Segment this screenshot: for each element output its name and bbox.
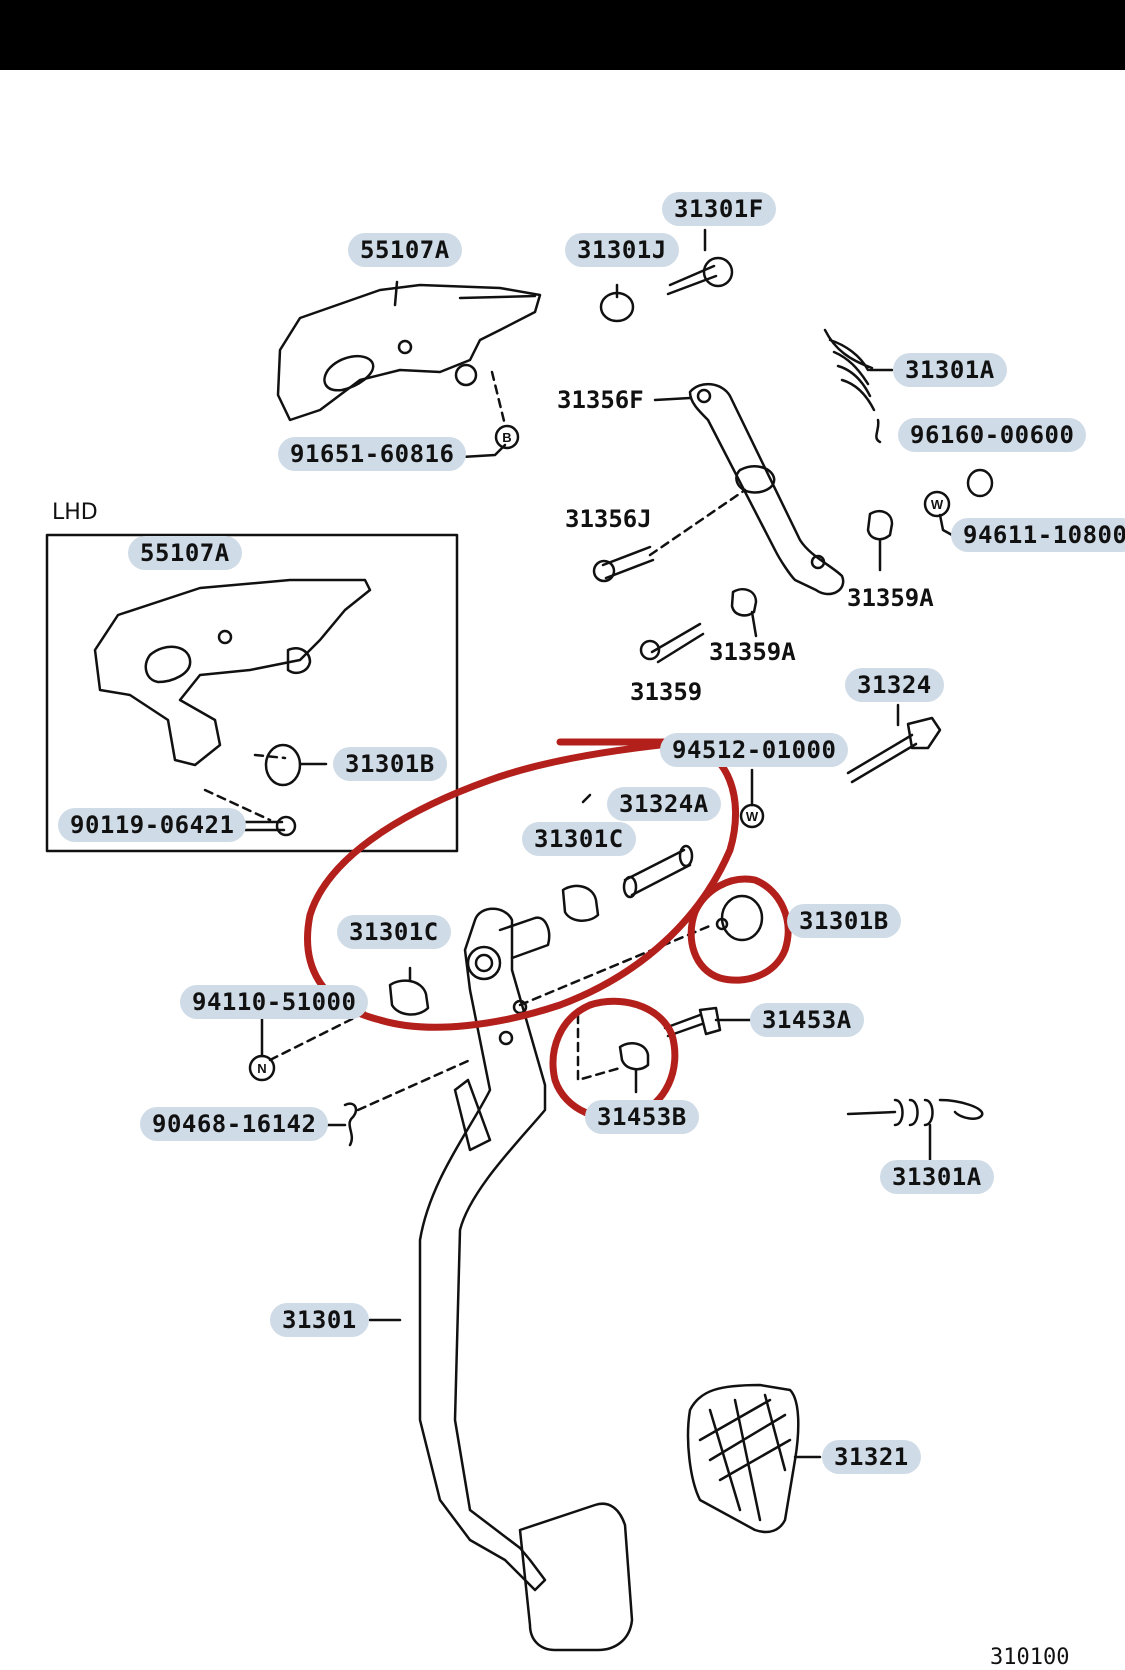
pedal-bracket-55107a xyxy=(276,283,542,422)
label-55107a-top: 55107A xyxy=(348,233,462,267)
lhd-bracket xyxy=(93,578,372,767)
bracket-slot xyxy=(323,354,375,392)
lever-31356f xyxy=(688,383,845,596)
label-31321: 31321 xyxy=(822,1440,921,1474)
diagram-code: 310100 xyxy=(990,1645,1070,1670)
annotation-circle-main xyxy=(304,738,740,1031)
bracket-hole xyxy=(397,339,413,355)
label-31301: 31301 xyxy=(270,1303,369,1337)
label-94512-01000: 94512-01000 xyxy=(660,733,849,767)
pedal-pad xyxy=(518,1502,634,1652)
label-31359a-mid: 31359A xyxy=(709,638,796,666)
label-94611-10800: 94611-10800 xyxy=(951,518,1125,552)
clip-90468 xyxy=(343,1102,358,1147)
label-94110-51000: 94110-51000 xyxy=(180,985,369,1019)
pedal-boss xyxy=(466,945,502,981)
label-31453b: 31453B xyxy=(585,1100,699,1134)
label-96160-00600: 96160-00600 xyxy=(898,418,1087,452)
label-lhd-55107a: 55107A xyxy=(128,536,242,570)
label-lhd-31301b: 31301B xyxy=(333,747,447,781)
lhd-inset-frame xyxy=(45,533,459,853)
pin-31359 xyxy=(650,622,705,664)
label-91651-60816: 91651-60816 xyxy=(278,437,467,471)
bushing-31359a-right xyxy=(866,510,894,541)
bracket-boss xyxy=(454,363,478,387)
bushing-31453b xyxy=(618,1042,650,1071)
label-31301c-lower: 31301C xyxy=(337,915,451,949)
pedal-pad-31321 xyxy=(686,1383,800,1534)
label-31359a-right: 31359A xyxy=(847,584,934,612)
lhd-stopper-31301b xyxy=(264,743,302,787)
top-bar xyxy=(0,0,1125,70)
label-31301a-lower: 31301A xyxy=(880,1160,994,1194)
stopper-31301b xyxy=(720,894,764,942)
bolt-31324 xyxy=(846,733,918,784)
label-31301c-upper: 31301C xyxy=(522,822,636,856)
annotation-circle-stopper xyxy=(687,875,792,984)
label-90468-16142: 90468-16142 xyxy=(140,1107,329,1141)
label-31324: 31324 xyxy=(845,668,944,702)
label-31301a-top: 31301A xyxy=(893,353,1007,387)
label-31324a: 31324A xyxy=(607,787,721,821)
label-31301b-right: 31301B xyxy=(787,904,901,938)
pedal-tab xyxy=(453,1078,492,1152)
label-31359: 31359 xyxy=(630,678,703,706)
pedal-hub xyxy=(498,916,551,960)
spring-31301a-top xyxy=(823,328,882,444)
label-31356j: 31356J xyxy=(565,505,652,533)
label-31301j: 31301J xyxy=(565,233,679,267)
bolt-b-symbol xyxy=(494,424,520,450)
bushing-31301c-upper xyxy=(561,884,600,922)
label-31453a: 31453A xyxy=(750,1003,864,1037)
label-31301f: 31301F xyxy=(662,192,776,226)
collar-31324a xyxy=(623,848,692,897)
spring-31301a-lower xyxy=(846,1098,984,1127)
symbol-n-text: N xyxy=(257,1061,266,1076)
clip-96160 xyxy=(966,468,994,498)
label-31356f: 31356F xyxy=(557,386,644,414)
bushing-31301c-lower xyxy=(388,979,430,1016)
bushing-31359a-mid xyxy=(730,588,758,617)
symbol-b-text: B xyxy=(502,430,511,445)
lhd-inset-title: LHD xyxy=(52,500,98,525)
bolt-31301f xyxy=(666,264,718,296)
symbol-w-text-lower: W xyxy=(746,809,759,824)
label-lhd-90119-06421: 90119-06421 xyxy=(58,808,247,842)
washer-w-symbol-upper xyxy=(923,490,951,518)
pedal-arm-31301 xyxy=(418,907,547,1592)
symbol-w-text-upper: W xyxy=(931,497,944,512)
